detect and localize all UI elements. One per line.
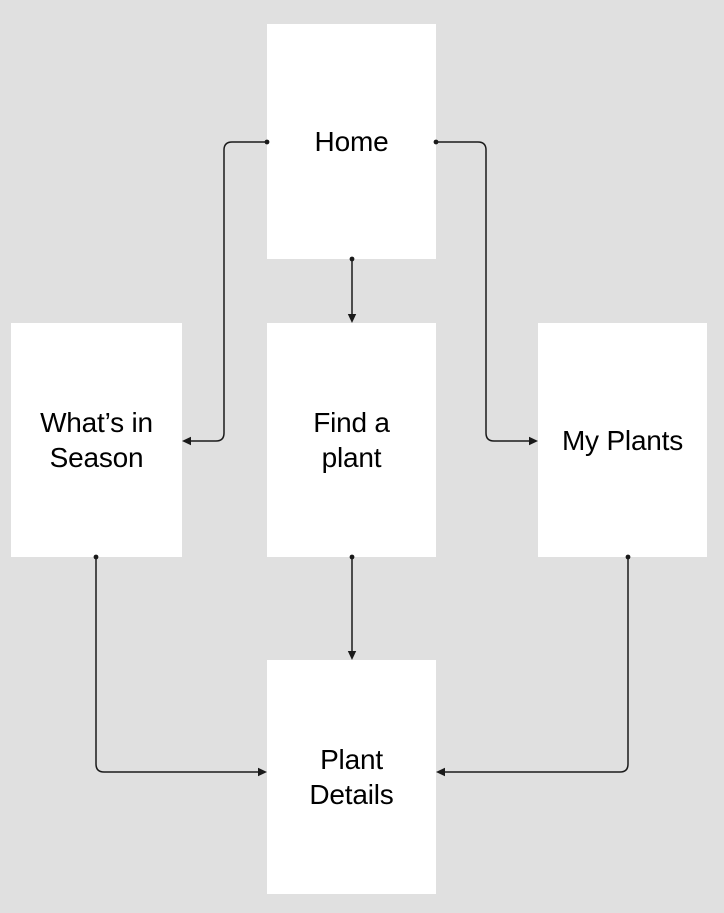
node-plant-details-label-line: Details — [309, 779, 394, 810]
node-find-a-plant-label-line: Find a — [313, 407, 390, 438]
node-plant-details-label-line: Plant — [320, 744, 383, 775]
edge-my-plants-to-plant-details — [436, 554, 631, 777]
arrowhead-right-icon — [529, 436, 538, 446]
arrowhead-down-icon — [347, 651, 357, 660]
arrowhead-left-icon — [182, 436, 191, 446]
node-home-label-line: Home — [314, 126, 389, 157]
edge-line — [436, 141, 532, 442]
node-my-plants[interactable]: My Plants — [538, 323, 707, 557]
edge-home-to-my-plants — [433, 139, 538, 446]
arrowhead-right-icon — [258, 767, 267, 777]
node-find-a-plant-label: Find a plant — [313, 405, 390, 475]
node-home-label: Home — [315, 124, 389, 159]
edge-line — [188, 141, 267, 442]
node-home[interactable]: Home — [267, 24, 436, 259]
edge-find-a-plant-to-plant-details — [347, 554, 357, 660]
node-plant-details[interactable]: Plant Details — [267, 660, 436, 894]
edge-whats-in-season-to-plant-details — [93, 554, 267, 777]
arrowhead-left-icon — [436, 767, 445, 777]
node-whats-in-season-label-line: Season — [49, 442, 144, 473]
node-whats-in-season[interactable]: What’s in Season — [11, 323, 182, 557]
node-find-a-plant-label-line: plant — [321, 442, 382, 473]
node-whats-in-season-label: What’s in Season — [40, 405, 153, 475]
arrowhead-down-icon — [347, 314, 357, 323]
node-plant-details-label: Plant Details — [309, 742, 393, 812]
node-my-plants-label-line: My Plants — [561, 424, 684, 456]
node-find-a-plant[interactable]: Find a plant — [267, 323, 436, 557]
edge-line — [442, 557, 629, 773]
edge-home-to-whats-in-season — [182, 139, 270, 446]
node-whats-in-season-label-line: What’s in — [40, 407, 153, 438]
edge-line — [95, 557, 261, 773]
node-my-plants-label: My Plants — [562, 423, 683, 458]
edge-home-to-find-a-plant — [347, 256, 357, 323]
